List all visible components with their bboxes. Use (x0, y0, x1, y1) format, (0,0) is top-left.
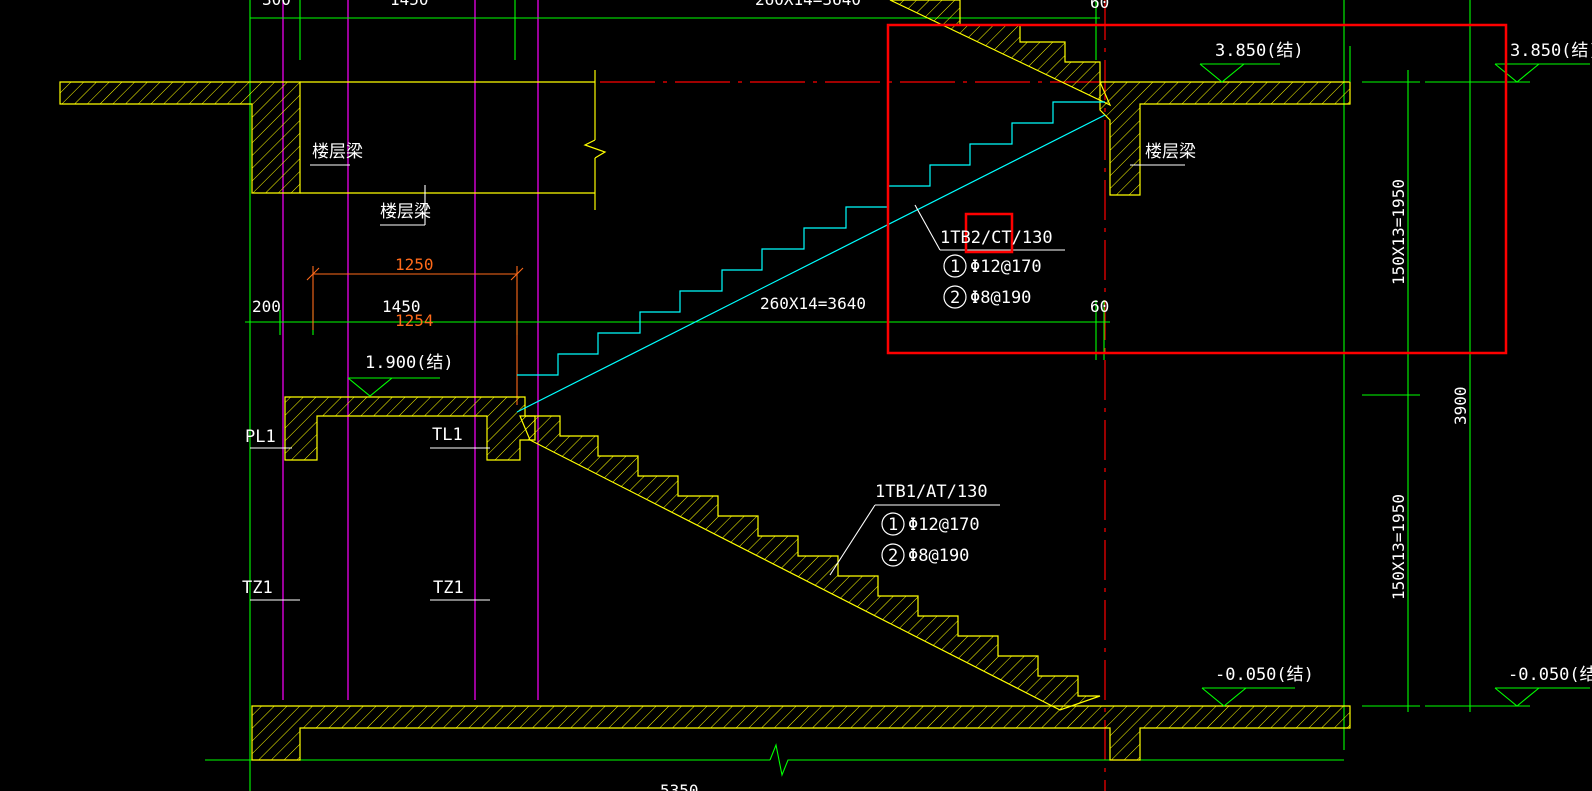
upper-flight-top (889, 0, 1112, 107)
dim-top-run: 260X14=3640 (755, 0, 861, 9)
stair-upper-rebar-2-no: 2 (950, 288, 960, 308)
dim-vert-lower: 150X13=1950 (1389, 494, 1408, 600)
axis-lines (600, 0, 1106, 791)
stair-upper-rebar-1: Φ12@170 (970, 257, 1042, 277)
stair-upper-rebar-2: Φ8@190 (970, 288, 1031, 308)
elev-bottom-right: -0.050(结) (1508, 665, 1592, 685)
top-slab-right (1099, 81, 1351, 196)
dim-vert-upper: 150X13=1950 (1389, 179, 1408, 285)
dim-top-1450: 1450 (390, 0, 429, 9)
dim-orange-1254: 1254 (395, 311, 434, 330)
beam-label-right: 楼层梁 (1145, 142, 1196, 162)
label-tz1-left: TZ1 (242, 578, 273, 598)
elevation-markers (347, 63, 1590, 707)
lower-flight (519, 415, 1101, 711)
landing-slab (284, 396, 536, 461)
orange-dimension (306, 266, 524, 405)
dim-orange-1250: 1250 (395, 255, 434, 274)
dim-bottom-5350: 5350 (660, 781, 699, 791)
dim-mid-200: 200 (252, 297, 281, 316)
beam-label-left: 楼层梁 (312, 142, 363, 162)
top-slab-left (59, 81, 301, 194)
stair-lower-rebar-2-no: 2 (888, 546, 898, 566)
dim-top-300: 300 (262, 0, 291, 9)
stair-upper-name: 1TB2/CT/130 (940, 228, 1053, 248)
highlight-box-small (964, 212, 1014, 254)
leader-lines (250, 164, 1185, 601)
top-slab-extension (300, 70, 607, 210)
stair-lower-rebar-1: Φ12@170 (908, 515, 980, 535)
dim-vert-total: 3900 (1451, 386, 1470, 425)
stair-lower-name: 1TB1/AT/130 (875, 482, 988, 502)
stair-lower-rebar-1-no: 1 (888, 515, 898, 535)
elev-bottom-left: -0.050(结) (1215, 665, 1314, 685)
rebar-circles (881, 254, 967, 567)
dim-top-60: 60 (1090, 0, 1109, 12)
elev-top-right: 3.850(结) (1510, 41, 1592, 61)
upper-flight-ramp (516, 101, 1106, 413)
label-tl1: TL1 (432, 425, 463, 445)
beam-label-mid: 楼层梁 (380, 202, 431, 222)
highlight-box-large (886, 23, 1508, 355)
stair-upper-rebar-1-no: 1 (950, 257, 960, 277)
stair-lower-rebar-2: Φ8@190 (908, 546, 969, 566)
dim-mid-1450: 1450 (382, 297, 421, 316)
label-tz1-right: TZ1 (433, 578, 464, 598)
label-pl1: PL1 (245, 427, 276, 447)
dim-mid-run: 260X14=3640 (760, 294, 866, 313)
dim-mid-60: 60 (1090, 297, 1109, 316)
dimension-lines (205, 0, 1530, 791)
elev-top-left: 3.850(结) (1215, 41, 1304, 61)
column-lines (282, 0, 539, 700)
elev-landing: 1.900(结) (365, 353, 454, 373)
bottom-slab (251, 705, 1351, 761)
